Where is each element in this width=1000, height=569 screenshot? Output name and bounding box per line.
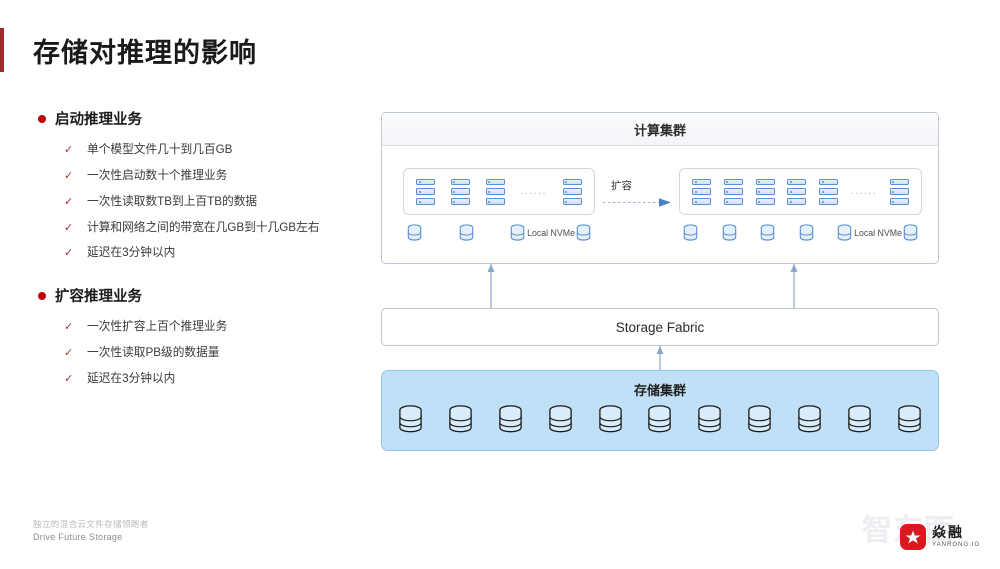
compute-node-group-right: ...... — [679, 168, 922, 215]
storage-cluster-title: 存储集群 — [633, 383, 686, 398]
storage-disk-icon — [697, 405, 722, 438]
server-ellipsis: ...... — [520, 186, 548, 197]
title-accent-bar — [0, 28, 4, 72]
local-nvme-label: Local NVMe — [527, 227, 575, 238]
bullet-dot-icon — [38, 291, 46, 300]
nvme-disk-icon — [722, 224, 737, 241]
storage-disk-icon — [897, 405, 922, 438]
scale-out-label: 扩容 — [611, 180, 632, 192]
list-item: ✓ 延迟在3分钟以内 — [64, 371, 358, 387]
check-icon: ✓ — [64, 195, 74, 208]
bullet-group-1: 启动推理业务 ✓ 单个模型文件几十到几百GB ✓ 一次性启动数十个推理业务 ✓ … — [38, 108, 358, 261]
local-nvme-row-left: Local NVMe — [403, 224, 595, 241]
check-icon: ✓ — [64, 221, 74, 234]
bullet-group-2-heading: 扩容推理业务 — [38, 285, 358, 306]
list-item-text: 一次性扩容上百个推理业务 — [87, 320, 228, 334]
storage-disk-icon — [498, 405, 523, 438]
storage-cluster-box: 存储集群 — [381, 370, 939, 451]
nvme-disk-icon — [799, 224, 814, 241]
brand-logo: 焱融 YANRONG.IO — [900, 524, 980, 550]
server-row-left: ...... — [416, 178, 582, 205]
storage-fabric-title: Storage Fabric — [615, 319, 705, 335]
server-icon — [450, 178, 470, 205]
check-icon: ✓ — [64, 169, 74, 182]
list-item-text: 一次性读取PB级的数据量 — [87, 346, 220, 360]
nvme-disk-with-label: Local NVMe — [510, 224, 591, 241]
storage-disk-icon — [747, 405, 772, 438]
nvme-disk-icon — [407, 224, 422, 241]
list-item: ✓ 单个模型文件几十到几百GB — [64, 142, 358, 158]
server-icon — [787, 178, 807, 205]
nvme-disk-icon — [683, 224, 698, 241]
nvme-disk-icon — [760, 224, 775, 241]
storage-disk-row — [382, 399, 938, 438]
list-item-text: 一次性启动数十个推理业务 — [87, 168, 228, 182]
list-item-text: 一次性读取数TB到上百TB的数据 — [87, 194, 258, 208]
storage-disk-icon — [448, 405, 473, 438]
compute-cluster-title: 计算集群 — [382, 113, 938, 146]
list-item: ✓ 一次性读取数TB到上百TB的数据 — [64, 194, 358, 210]
list-item-text: 延迟在3分钟以内 — [87, 371, 176, 385]
check-icon: ✓ — [64, 347, 74, 360]
server-icon — [692, 178, 711, 205]
brand-text: 焱融 YANRONG.IO — [932, 525, 980, 548]
bullet-column: 启动推理业务 ✓ 单个模型文件几十到几百GB ✓ 一次性启动数十个推理业务 ✓ … — [38, 108, 358, 403]
nvme-disk-icon — [459, 224, 474, 241]
server-icon — [562, 178, 582, 205]
check-icon: ✓ — [64, 372, 74, 385]
page-title: 存储对推理的影响 — [33, 38, 257, 68]
brand-name-en: YANRONG.IO — [932, 541, 981, 549]
nvme-disk-with-label: Local NVMe — [837, 224, 918, 241]
local-nvme-label: Local NVMe — [854, 227, 902, 238]
server-icon — [755, 178, 775, 205]
brand-name-cn: 焱融 — [932, 524, 964, 541]
bullet-group-2: 扩容推理业务 ✓ 一次性扩容上百个推理业务 ✓ 一次性读取PB级的数据量 ✓ 延… — [38, 285, 358, 387]
list-item: ✓ 延迟在3分钟以内 — [64, 245, 358, 261]
server-icon — [485, 178, 505, 205]
bullet-dot-icon — [38, 114, 46, 123]
compute-node-group-left: ...... — [403, 168, 595, 215]
footer-tagline: 独立的混合云文件存储领跑者 Drive Future Storage — [33, 518, 149, 542]
bullet-group-2-items: ✓ 一次性扩容上百个推理业务 ✓ 一次性读取PB级的数据量 ✓ 延迟在3分钟以内 — [64, 319, 358, 387]
storage-disk-icon — [398, 405, 423, 438]
scale-out-arrow-icon — [603, 198, 671, 207]
storage-fabric-box: Storage Fabric — [381, 308, 939, 346]
storage-disk-icon — [797, 405, 822, 438]
storage-disk-icon — [598, 405, 623, 438]
check-icon: ✓ — [64, 247, 74, 260]
storage-disk-icon — [548, 405, 573, 438]
list-item-text: 单个模型文件几十到几百GB — [87, 143, 233, 156]
bullet-group-1-items: ✓ 单个模型文件几十到几百GB ✓ 一次性启动数十个推理业务 ✓ 一次性读取数T… — [64, 142, 358, 261]
list-item-text: 延迟在3分钟以内 — [87, 246, 176, 260]
server-icon — [819, 178, 839, 205]
bullet-group-1-heading: 启动推理业务 — [38, 108, 358, 129]
server-icon — [416, 178, 435, 205]
bullet-group-2-heading-text: 扩容推理业务 — [55, 289, 142, 306]
server-icon — [723, 178, 743, 205]
list-item: ✓ 一次性扩容上百个推理业务 — [64, 319, 358, 335]
server-icon — [889, 178, 909, 205]
compute-cluster-body: ...... ...... 扩容 — [382, 146, 938, 264]
check-icon: ✓ — [64, 321, 74, 334]
brand-mark-icon — [900, 524, 926, 550]
storage-disk-icon — [847, 405, 872, 438]
storage-disk-icon — [647, 405, 672, 438]
server-row-right: ...... — [692, 178, 909, 205]
list-item: ✓ 一次性启动数十个推理业务 — [64, 168, 358, 184]
bullet-group-1-heading-text: 启动推理业务 — [55, 112, 142, 128]
list-item: ✓ 一次性读取PB级的数据量 — [64, 345, 358, 361]
list-item-text: 计算和网络之间的带宽在几GB到十几GB左右 — [87, 220, 320, 234]
footer-tagline-cn: 独立的混合云文件存储领跑者 — [33, 519, 149, 529]
compute-cluster-box: 计算集群 ...... — [381, 112, 939, 264]
check-icon: ✓ — [64, 144, 74, 156]
list-item: ✓ 计算和网络之间的带宽在几GB到十几GB左右 — [64, 220, 358, 236]
server-ellipsis: ...... — [850, 186, 878, 197]
local-nvme-row-right: Local NVMe — [679, 224, 922, 241]
footer-tagline-en: Drive Future Storage — [33, 532, 123, 542]
